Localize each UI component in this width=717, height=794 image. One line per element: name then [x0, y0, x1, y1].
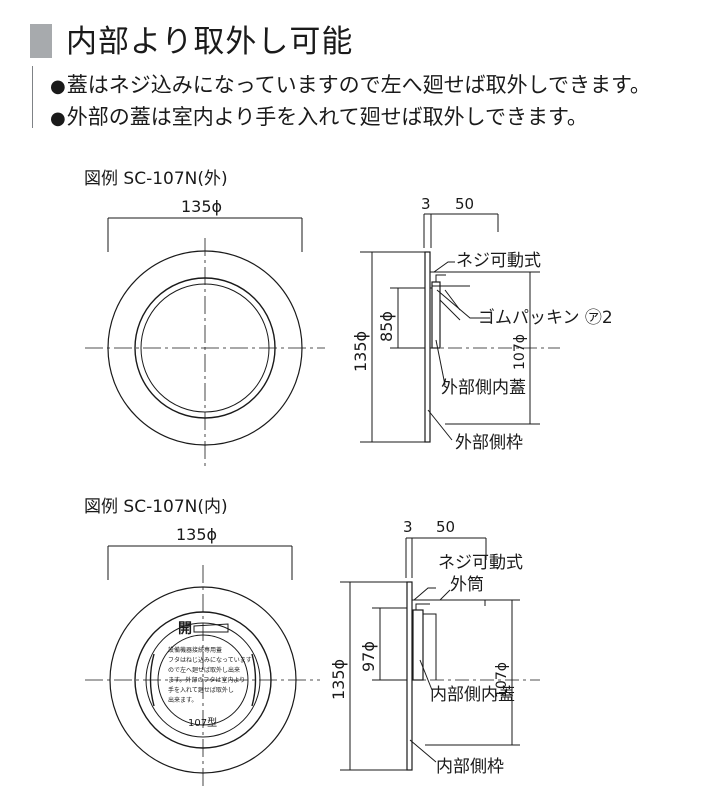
notes-list: ●蓋はネジ込みになっていますので左へ廻せば取外しできます。 ●外部の蓋は室内より… — [50, 70, 651, 134]
outer-section-view — [360, 213, 560, 443]
inner-front-view — [85, 545, 320, 790]
leader-inner-lid — [419, 659, 433, 691]
inner-frame-circle — [109, 586, 297, 774]
gasket-hatch — [444, 289, 461, 311]
leader-screw — [413, 587, 436, 601]
callout-frame-outer: 外部側枠 — [455, 433, 523, 453]
dim-107-outer: 107ϕ — [512, 334, 528, 370]
cap-text-line: 設備機器接続専用蓋 — [168, 646, 222, 654]
cap-text-line: フタはねじ込みになっています — [168, 656, 252, 664]
title-accent-bar — [30, 24, 52, 58]
page-title: 内部より取外し可能 — [66, 24, 354, 60]
outer-front-view — [85, 217, 325, 470]
outer-frame-plate — [424, 251, 431, 443]
lid-outer-circle — [134, 277, 276, 419]
grip-tab-left — [149, 653, 155, 707]
grip-tab-right — [251, 653, 257, 707]
note-text: 外部の蓋は室内より手を入れて廻せば取外しできます。 — [66, 105, 588, 129]
dim-135-front-outer: 135ϕ — [181, 197, 222, 216]
figure-inner-label: 図例 SC-107N(内) — [84, 497, 228, 517]
cap-text-line: 手を入れて廻せば取外し — [168, 686, 234, 694]
callout-screw-inner: ネジ可動式 — [438, 553, 523, 573]
screw-bracket — [435, 274, 446, 282]
bullet-icon: ● — [50, 108, 66, 129]
dim-107-inner: 107ϕ — [494, 662, 510, 698]
lid-rim — [423, 613, 437, 680]
dim-3-outer: 3 — [421, 195, 431, 213]
inner-frame-plate — [406, 581, 413, 771]
dim-135-front-inner: 135ϕ — [176, 525, 217, 544]
inner-lid-section — [412, 609, 424, 681]
leader-inner-lid — [435, 339, 446, 386]
cap-text-line: ます。外部のフタは室内より — [168, 676, 245, 684]
note-item: ●外部の蓋は室内より手を入れて廻せば取外しできます。 — [50, 102, 651, 134]
leader-gasket — [436, 289, 490, 319]
dim-3-inner: 3 — [403, 518, 413, 536]
screw-bracket — [415, 603, 430, 610]
callout-frame-inner: 内部側枠 — [436, 757, 504, 777]
cap-ring — [145, 622, 261, 738]
callout-gasket: ゴムパッキン ㋐2 — [478, 307, 613, 328]
dim-50-outer: 50 — [455, 195, 474, 213]
cap-text-line: ので左へ廻せば取外し出来 — [168, 666, 240, 674]
leader-tube — [439, 589, 451, 601]
dim-135-side-inner: 135ϕ — [329, 659, 348, 700]
cap-outer-circle — [134, 611, 272, 749]
notes-rule — [32, 66, 33, 128]
cap-inner-circle — [157, 634, 249, 726]
dim-85-outer: 85ϕ — [377, 311, 396, 342]
leader-frame — [409, 739, 437, 763]
lid-inner-circle — [140, 283, 270, 413]
callout-screw-outer: ネジ可動式 — [456, 251, 541, 271]
dim-50-inner: 50 — [436, 518, 455, 536]
note-item: ●蓋はネジ込みになっていますので左へ廻せば取外しできます。 — [50, 70, 651, 102]
leader-screw — [433, 261, 455, 273]
callout-tube: 外筒 — [450, 575, 484, 595]
callout-inner-lid-inner: 内部側内蓋 — [430, 685, 515, 705]
cap-text-line: 出来ます。 — [168, 696, 197, 704]
dim-97-inner: 97ϕ — [359, 641, 378, 672]
gasket-hatch — [439, 299, 461, 321]
cap-model-label: 107型 — [188, 716, 217, 729]
open-arrow-icon — [193, 623, 229, 633]
bullet-icon: ● — [50, 76, 66, 97]
figure-outer-label: 図例 SC-107N(外) — [84, 169, 228, 189]
inner-section-view — [340, 537, 540, 771]
callout-inner-lid-outer: 外部側内蓋 — [441, 378, 526, 398]
leader-frame — [427, 409, 453, 441]
note-text: 蓋はネジ込みになっていますので左へ廻せば取外しできます。 — [66, 73, 651, 97]
dim-135-side-outer: 135ϕ — [351, 331, 370, 372]
outer-frame-circle — [107, 250, 303, 446]
cap-open-label: 開 — [178, 621, 192, 637]
